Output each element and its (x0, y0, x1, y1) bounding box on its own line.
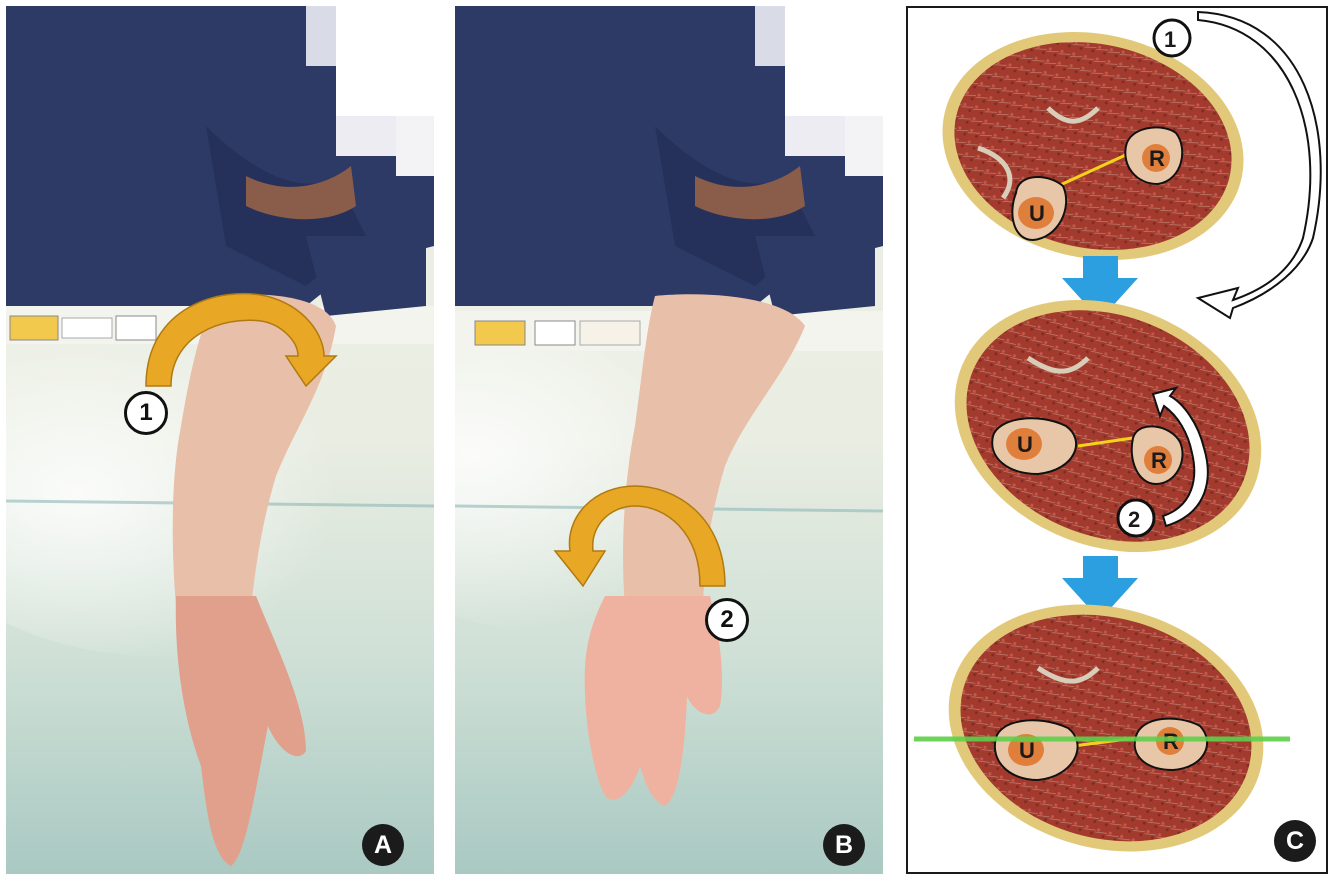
svg-text:U: U (1019, 738, 1035, 763)
svg-text:R: R (1149, 146, 1165, 171)
panel-c-cross-sections: U R 1 U R 2 (906, 6, 1328, 874)
svg-text:U: U (1017, 432, 1033, 457)
panel-c-image: U R 1 U R 2 (908, 8, 1326, 872)
panel-c-label: C (1274, 820, 1316, 862)
panel-a-photo: 1 A (6, 6, 434, 874)
panel-b-photo: 2 B (455, 6, 883, 874)
svg-text:U: U (1029, 201, 1045, 226)
panel-b-label: B (823, 824, 865, 866)
svg-text:1: 1 (1164, 27, 1176, 52)
panel-a-image (6, 6, 434, 874)
cross-section-bottom: U R (919, 569, 1293, 872)
step-2-marker: 2 (705, 598, 749, 642)
svg-text:R: R (1151, 448, 1167, 473)
svg-text:2: 2 (1128, 507, 1140, 532)
cross-section-middle: U R (917, 256, 1300, 597)
panel-a-label: A (362, 824, 404, 866)
panel-b-image (455, 6, 883, 874)
cross-section-top: U R (921, 8, 1265, 287)
step-1-marker: 1 (124, 391, 168, 435)
